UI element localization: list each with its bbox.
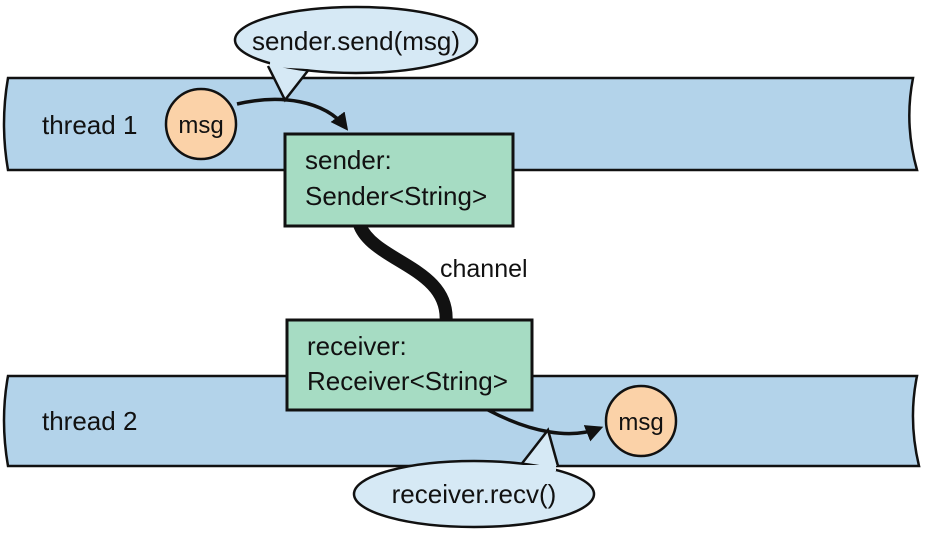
sender-box-line2: Sender<String> xyxy=(305,181,487,211)
receiver-box-line1: receiver: xyxy=(307,331,407,361)
channel-label: channel xyxy=(440,255,528,283)
send-arrow xyxy=(236,97,349,131)
msg-token-received-label: msg xyxy=(618,409,663,436)
send-call-bubble: sender.send(msg) xyxy=(233,5,479,103)
thread-2-label: thread 2 xyxy=(42,406,137,436)
receiver-box-line2: Receiver<String> xyxy=(307,366,508,396)
thread-2-band: thread 2 xyxy=(2,374,921,468)
recv-call-bubble: receiver.recv() xyxy=(352,427,596,529)
send-call-label: sender.send(msg) xyxy=(252,26,460,56)
sender-box-line1: sender: xyxy=(305,145,392,175)
sender-box: sender: Sender<String> xyxy=(283,132,515,228)
thread-1-label: thread 1 xyxy=(42,110,137,140)
receiver-box: receiver: Receiver<String> xyxy=(285,318,534,412)
channel-connector xyxy=(353,219,453,329)
thread-1-band: thread 1 xyxy=(2,76,919,172)
msg-token-sent: msg xyxy=(164,87,238,161)
msg-token-sent-label: msg xyxy=(178,112,223,139)
recv-call-label: receiver.recv() xyxy=(392,479,557,509)
msg-token-received: msg xyxy=(604,384,678,458)
